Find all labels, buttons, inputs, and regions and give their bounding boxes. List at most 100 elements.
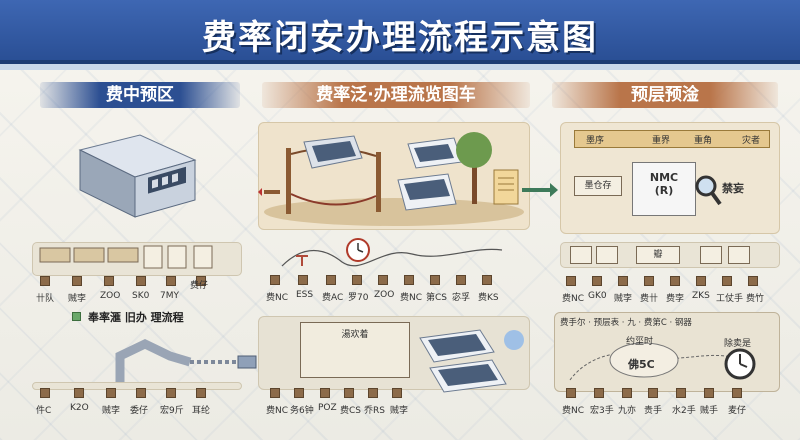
right-row2-marker — [622, 388, 632, 398]
right-row1-marker — [670, 276, 680, 286]
middle-row2-label: 费NC — [266, 406, 289, 416]
right-mid-box: 瓣 — [636, 246, 680, 264]
right-row1-label: 费卄 — [640, 294, 659, 304]
middle-row2-marker — [294, 388, 304, 398]
left-row1-marker — [104, 276, 114, 286]
middle-row1-marker — [326, 275, 336, 285]
middle-row1-marker — [352, 275, 362, 285]
middle-card-label: 湯欢着 — [341, 330, 369, 340]
right-row2-marker — [732, 388, 742, 398]
left-row2-label: 耳纶 — [192, 406, 211, 416]
middle-row2-label: 务6钟 — [290, 406, 314, 416]
right-row1-marker — [722, 276, 732, 286]
left-row1-label: 贼孛 — [68, 294, 87, 304]
right-row1-marker — [592, 276, 602, 286]
right-row2-marker — [594, 388, 604, 398]
page-title: 费率闭安办理流程示意图 — [202, 18, 598, 58]
meter-device-illustration — [78, 134, 197, 218]
middle-row1-marker — [404, 275, 414, 285]
left-row1-label: 卄队 — [36, 294, 55, 304]
middle-row1-label: 罗70 — [348, 293, 369, 303]
left-row2-label: 宏9斤 — [160, 406, 184, 416]
right-row1-label: 工仗手 — [716, 294, 744, 304]
left-row2-marker — [74, 388, 84, 398]
middle-row1-marker — [456, 275, 466, 285]
right-row2-label: 费NC — [562, 406, 585, 416]
middle-process-line — [281, 238, 503, 267]
right-row1-marker — [566, 276, 576, 286]
middle-row1-marker — [482, 275, 492, 285]
right-bottom-clock-label: 除卖是 — [724, 339, 752, 349]
left-row1-label: ZOO — [100, 291, 121, 301]
left-row2-label: 贼孛 — [102, 406, 121, 416]
middle-row1-label: 费NC — [266, 293, 289, 303]
middle-row1-label: ZOO — [374, 290, 395, 300]
middle-row1-label: 第CS — [426, 293, 447, 303]
left-strip-items — [39, 245, 213, 269]
right-bottom-illustration — [569, 342, 756, 381]
middle-row1-label: 宓孚 — [452, 293, 471, 303]
left-row2-label: 件C — [36, 406, 52, 416]
right-strip-card — [570, 246, 592, 264]
title-stripe — [0, 64, 800, 70]
middle-row1-label: 费AC — [322, 293, 344, 303]
middle-row1-label: 费KS — [478, 293, 499, 303]
right-strip-card — [700, 246, 722, 264]
right-row1-label: 贼孛 — [614, 294, 633, 304]
right-row2-marker — [676, 388, 686, 398]
middle-row2-label: 贼孛 — [390, 406, 409, 416]
left-row1-label: 费仔 — [190, 281, 209, 291]
right-banner-item: 灾者 — [742, 136, 761, 146]
right-row2-label: 宏3手 — [590, 406, 614, 416]
right-row2-label: 贵手 — [644, 406, 663, 416]
right-bottom-inner-label: 佛5C — [628, 358, 655, 371]
middle-row2-marker — [270, 388, 280, 398]
left-row1-marker — [40, 276, 50, 286]
left-row2-marker — [40, 388, 50, 398]
middle-row1-label: 费NC — [400, 293, 423, 303]
left-row2-marker — [106, 388, 116, 398]
right-left-box: 墨仓存 — [574, 176, 622, 196]
right-row1-label: 费竹 — [746, 294, 765, 304]
left-row2-marker — [196, 388, 206, 398]
pipe-connector-illustration — [115, 339, 257, 384]
left-row2-marker — [166, 388, 176, 398]
middle-row1-marker — [298, 275, 308, 285]
right-strip-card — [728, 246, 750, 264]
right-bottom-circle-label: 约坙时 — [626, 337, 654, 347]
right-row2-label: 水2手 — [672, 406, 696, 416]
right-device: NMC (R) — [632, 162, 696, 216]
right-right-box: 禁妄 — [722, 182, 744, 195]
section-middle-header: 费率泛·办理流览图车 — [262, 82, 530, 108]
left-row2-label: K2O — [70, 403, 89, 413]
left-row2-label: 委仔 — [130, 406, 149, 416]
right-row1-marker — [618, 276, 628, 286]
right-row1-marker — [748, 276, 758, 286]
right-banner — [574, 130, 770, 148]
section-left-header: 费中预区 — [40, 82, 240, 108]
left-row1-label: 7MY — [160, 291, 179, 301]
right-row2-marker — [648, 388, 658, 398]
right-row1-marker — [696, 276, 706, 286]
middle-devices-illustration — [419, 329, 524, 393]
middle-row2-marker — [368, 388, 378, 398]
right-row1-label: GK0 — [588, 291, 607, 301]
left-subtitle-marker — [72, 312, 81, 321]
middle-row2-label: POZ — [318, 403, 337, 413]
right-row1-label: ZKS — [692, 291, 710, 301]
middle-scene-illustration — [258, 132, 524, 226]
right-banner-item: 重角 — [694, 136, 713, 146]
right-bottom-header: 费手尔 · 预层表 · 九 · 费第C · 钢器 — [560, 318, 692, 328]
middle-row1-label: ESS — [296, 290, 314, 300]
right-strip-card — [596, 246, 618, 264]
middle-row2-marker — [392, 388, 402, 398]
right-banner-item: 墨序 — [586, 136, 605, 146]
right-row1-marker — [644, 276, 654, 286]
right-row2-label: 九亦 — [618, 406, 637, 416]
middle-row2-label: 乔RS — [364, 406, 385, 416]
left-row1-marker — [136, 276, 146, 286]
right-row2-marker — [704, 388, 714, 398]
middle-row2-marker — [320, 388, 330, 398]
left-subtitle: 奉率滙 旧办 理流程 — [88, 311, 184, 324]
middle-row2-marker — [344, 388, 354, 398]
